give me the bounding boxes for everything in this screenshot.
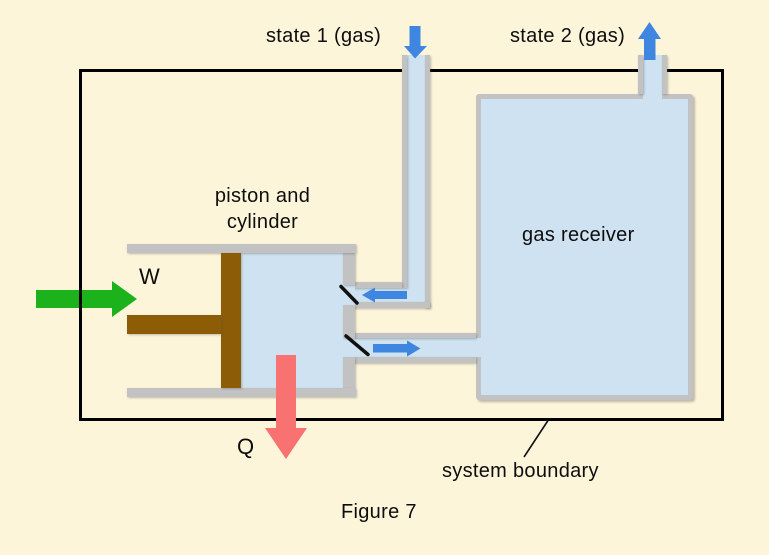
inlet-pipe-wall-right	[425, 55, 430, 308]
outlet-pipe-wall-right	[662, 55, 667, 94]
state1-label: state 1 (gas)	[266, 25, 382, 47]
work-label: W	[139, 264, 161, 289]
piston-rod	[127, 315, 221, 334]
inlet-pipe-vertical	[407, 55, 425, 302]
outlet-pipe-wall-left	[638, 55, 643, 94]
transfer-pipe-wall-top	[352, 333, 476, 338]
state2-label: state 2 (gas)	[510, 25, 626, 47]
gas-receiver-label: gas receiver	[522, 224, 635, 246]
cylinder-right-wall-middle	[343, 305, 355, 338]
system-boundary-outline	[79, 69, 724, 421]
inlet-pipe-wall-left	[402, 55, 407, 288]
cylinder-right-wall-lower	[343, 357, 355, 388]
cylinder-right-wall-upper	[343, 253, 355, 285]
transfer-pipe-wall-bottom	[352, 357, 476, 363]
piston-cylinder-label-line2: cylinder	[226, 211, 299, 233]
gas-receiver-tank	[476, 94, 693, 400]
outlet-pipe	[643, 55, 662, 100]
piston	[221, 253, 241, 388]
heat-label: Q	[237, 434, 255, 459]
cylinder-bottom-wall	[127, 388, 356, 397]
inlet-pipe-wall-top	[352, 282, 402, 288]
system-boundary-label: system boundary	[442, 460, 599, 482]
cylinder-top-wall	[127, 244, 356, 253]
inlet-pipe-wall-bottom	[352, 302, 430, 308]
piston-cylinder-label: piston and cylinder	[180, 183, 345, 235]
piston-cylinder-label-line1: piston and	[214, 185, 311, 207]
figure-caption: Figure 7	[341, 501, 417, 523]
